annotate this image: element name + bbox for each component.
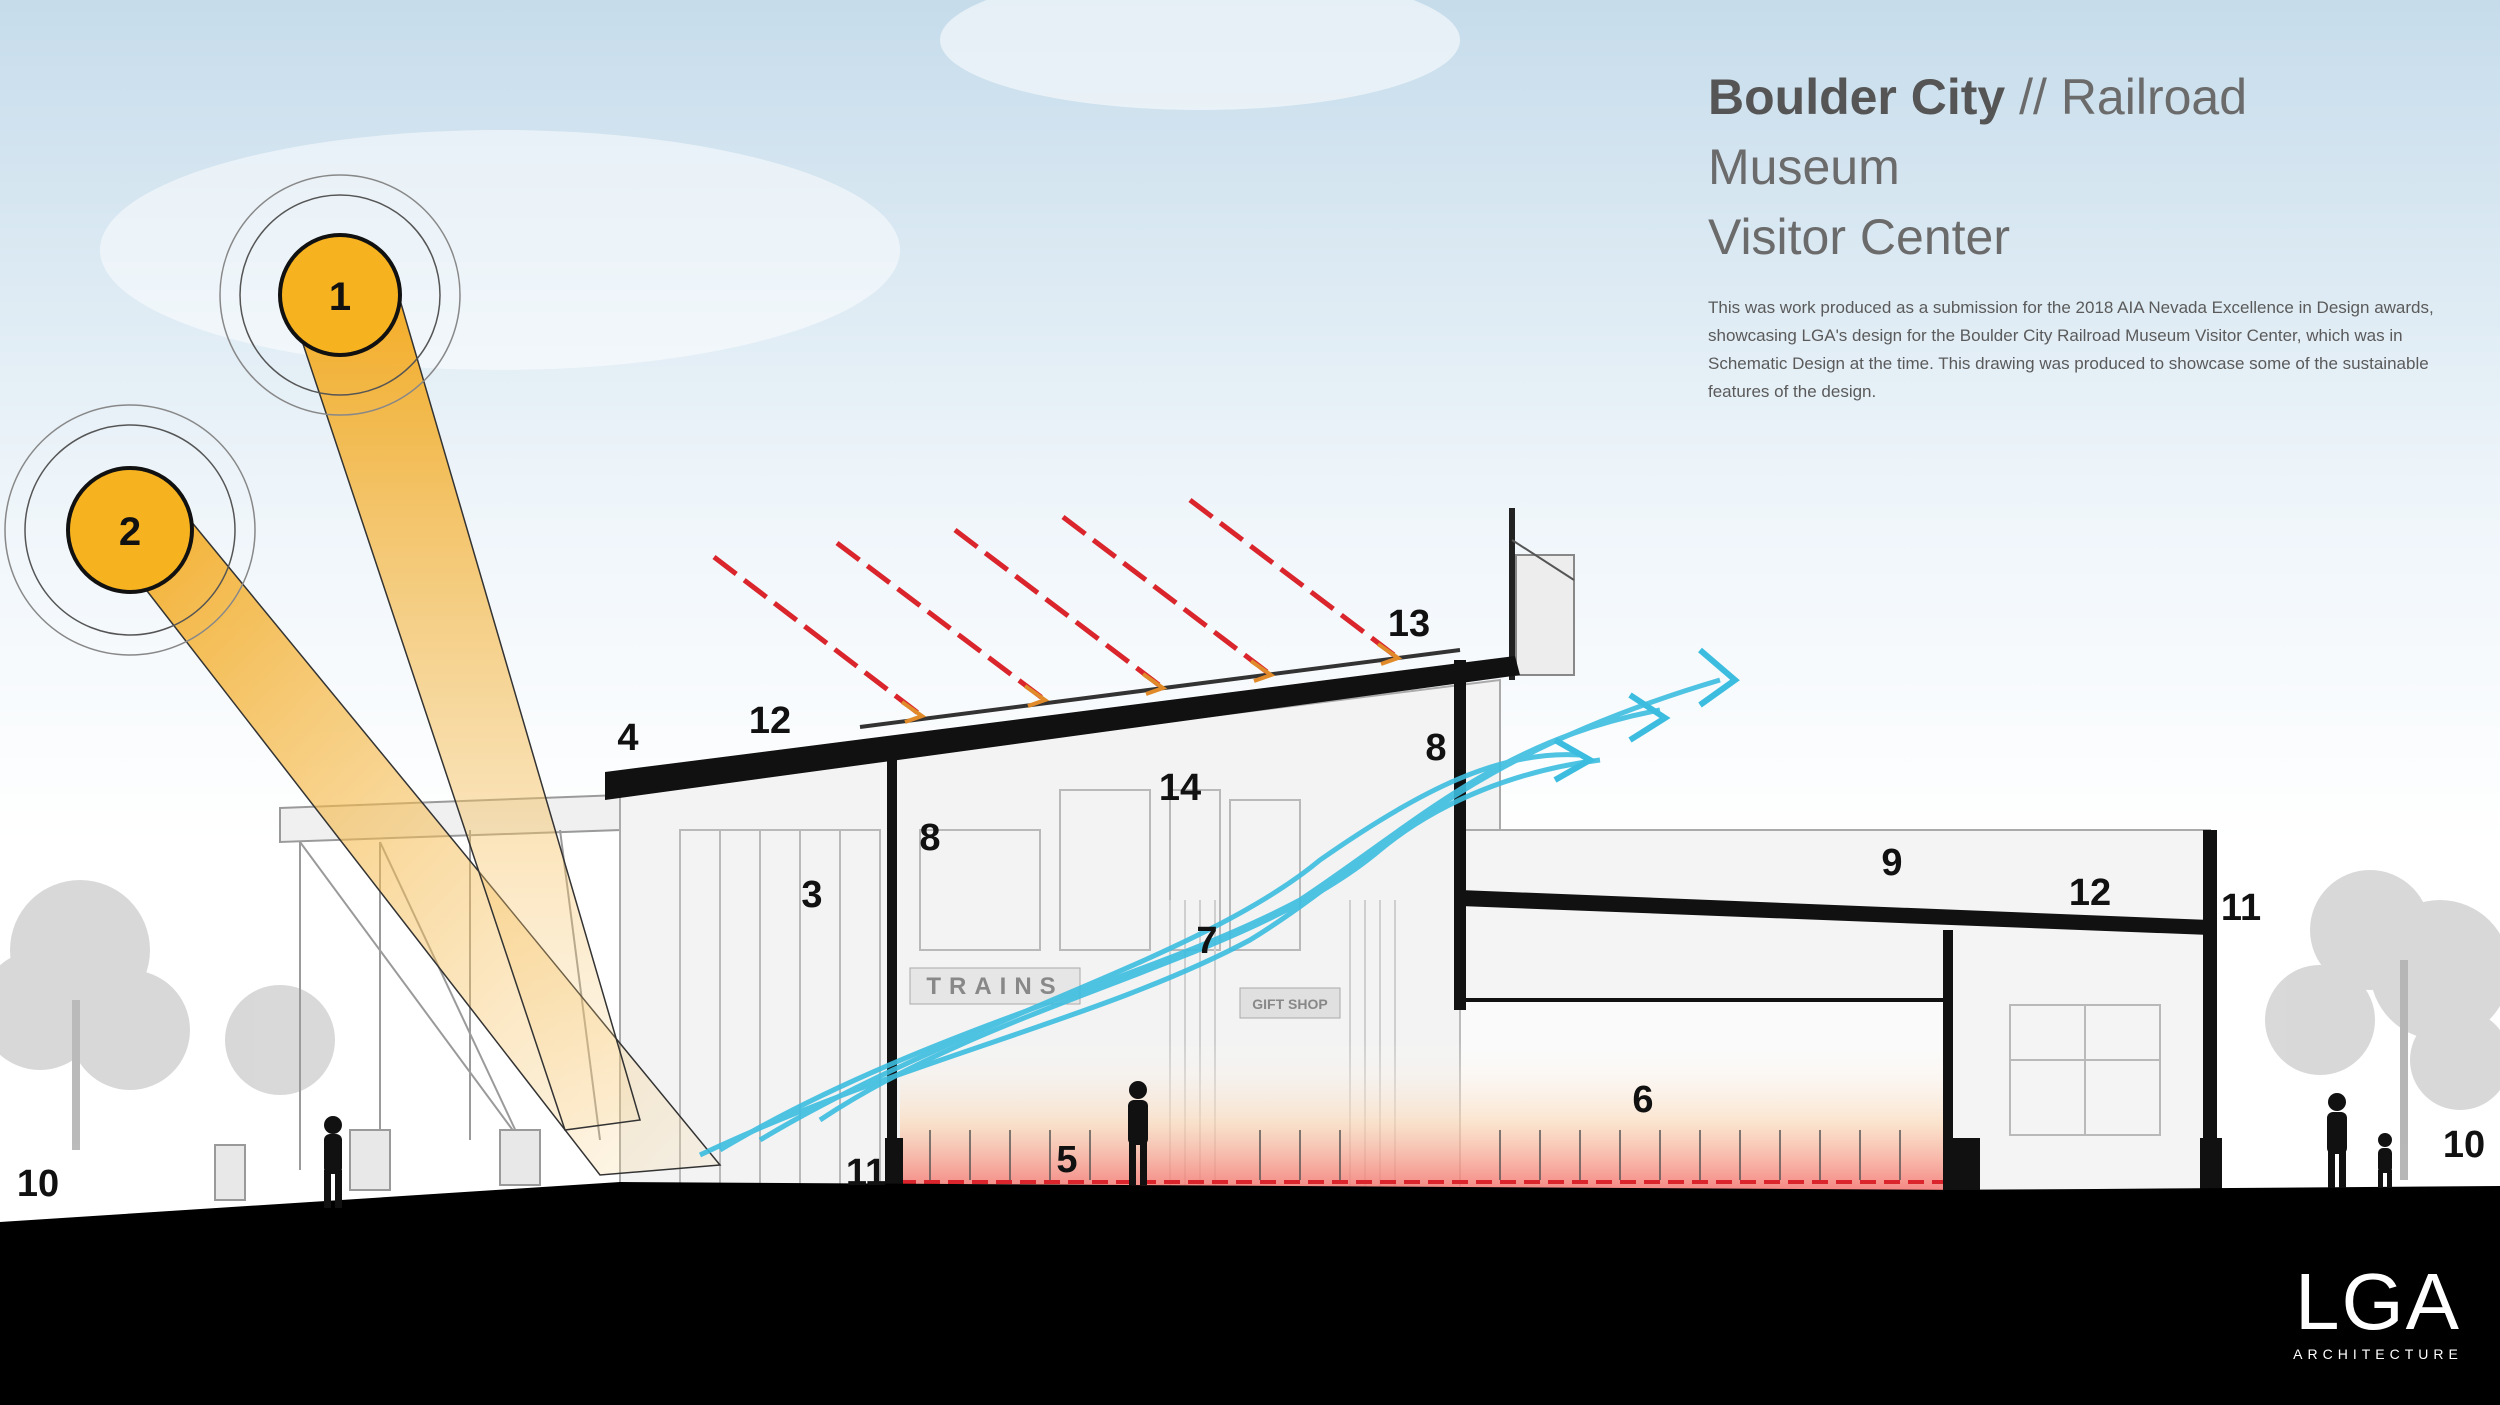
cloud	[940, 0, 1460, 110]
label-9: 9	[1881, 842, 1902, 884]
label-8b: 8	[1425, 727, 1446, 769]
label-11b: 11	[2221, 887, 2261, 929]
building: TRAINS GIFT SHOP	[605, 508, 2222, 1191]
label-14: 14	[1159, 767, 1201, 809]
title-line2: Visitor Center	[1708, 209, 2010, 265]
label-10a: 10	[17, 1163, 59, 1205]
people-silhouettes	[324, 1081, 2392, 1208]
project-description: This was work produced as a submission f…	[1708, 298, 2434, 401]
label-2: 2	[119, 510, 141, 554]
label-3: 3	[801, 874, 822, 916]
main-roof	[605, 656, 1520, 800]
logo-subtitle: ARCHITECTURE	[2293, 1346, 2463, 1362]
trains-sign: TRAINS	[926, 973, 1063, 1000]
gift-shop-sign: GIFT SHOP	[1252, 996, 1327, 1012]
label-11a: 11	[846, 1152, 886, 1194]
trees-left	[0, 880, 335, 1150]
label-5: 5	[1056, 1139, 1077, 1181]
cloud	[100, 130, 900, 370]
sun-winter	[4, 404, 256, 656]
sun-summer	[219, 174, 461, 416]
label-1: 1	[329, 275, 351, 319]
radiant-floor-heat	[900, 1040, 1950, 1190]
trees-right	[2265, 870, 2500, 1180]
ground	[0, 1182, 2500, 1405]
label-13: 13	[1388, 603, 1430, 645]
label-7: 7	[1196, 920, 1217, 962]
label-10b: 10	[2443, 1124, 2485, 1166]
label-6: 6	[1632, 1079, 1653, 1121]
solar-radiation-arrows	[712, 498, 1400, 718]
label-4: 4	[617, 717, 638, 759]
title-bold: Boulder City	[1708, 69, 2006, 125]
clerestory-tower	[1515, 554, 1575, 676]
title-rest: // Railroad Museum	[1708, 69, 2248, 195]
low-roof	[1460, 890, 2210, 935]
label-12b: 12	[2069, 872, 2111, 914]
label-8a: 8	[919, 817, 940, 859]
label-12a: 12	[749, 700, 791, 742]
lga-logo: LGA ARCHITECTURE	[2278, 1257, 2478, 1363]
logo-mark: LGA	[2294, 1257, 2462, 1346]
natural-ventilation-airflow	[698, 677, 1721, 1158]
